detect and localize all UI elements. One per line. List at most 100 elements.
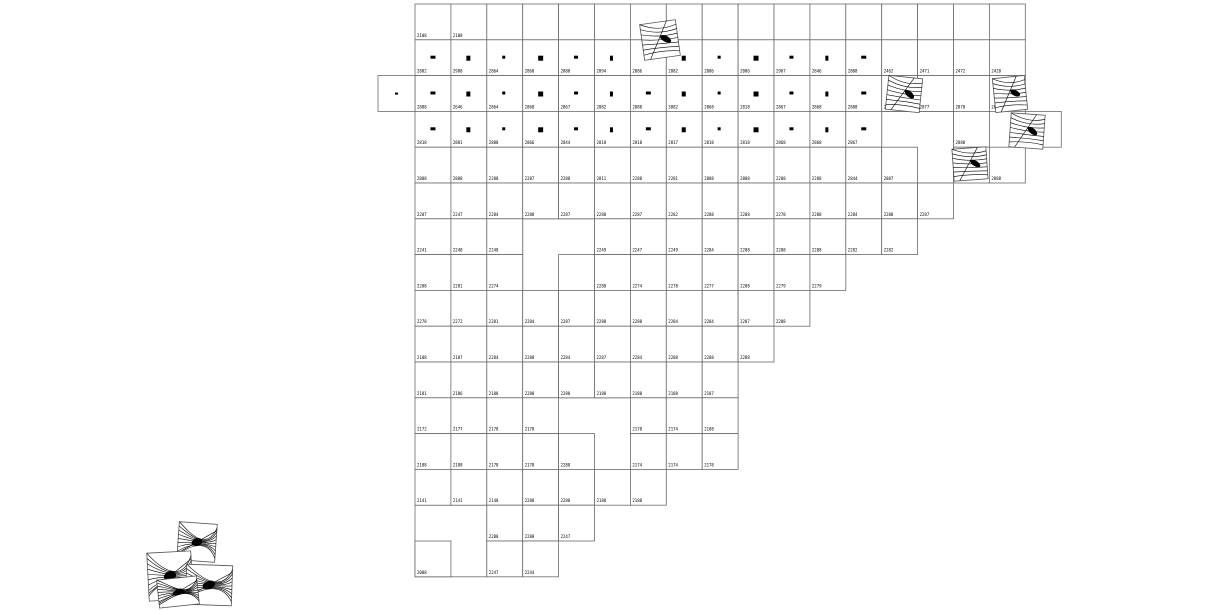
sheet-number: 2818: [704, 140, 714, 145]
sheet-number: 2888: [561, 69, 571, 74]
sheet-number: 2282: [848, 248, 858, 253]
sheet-cell: [630, 289, 667, 327]
sheet-number: 2288: [489, 176, 499, 181]
sheet-number: 2282: [668, 212, 678, 217]
sheet-number: 2281: [668, 176, 678, 181]
sheet-cell: [594, 254, 631, 291]
sheet-number: 2172: [417, 427, 427, 432]
sheet-number: 2188: [417, 355, 427, 360]
sheet-cell: [414, 540, 452, 578]
sheet-number: 2288: [812, 176, 822, 181]
sheet-number: 2178: [632, 427, 642, 432]
sheet-content-mark: [681, 91, 686, 97]
sheet-number: 2868: [525, 69, 535, 74]
sheet-number: 2882: [417, 69, 427, 74]
sheet-content-mark: [502, 127, 506, 131]
sheet-number: 2882: [668, 69, 678, 74]
sheet-content-mark: [717, 127, 721, 131]
sheet-number: 2088: [632, 104, 642, 109]
sheet-number: 2888: [956, 140, 966, 145]
sheet-number: 2288: [561, 462, 571, 467]
sheet-number: 2278: [668, 283, 678, 288]
sheet-number: 2181: [417, 391, 427, 396]
sheet-cell: [486, 397, 524, 434]
sheet-number: 2864: [489, 69, 499, 74]
sheet-number: 2287: [417, 212, 427, 217]
sheet-cell: [522, 289, 560, 327]
sheet-cell: [558, 182, 595, 220]
sheet-content-mark: [753, 127, 759, 133]
sheet-number: 2178: [489, 462, 499, 467]
sheet-cell: [917, 39, 954, 76]
sheet-content-mark: [825, 127, 829, 133]
sheet-number: 2867: [848, 140, 858, 145]
sheet-number: 2178: [525, 462, 535, 467]
sheet-number: 2967: [776, 69, 786, 74]
sheet-number: 2868: [525, 104, 535, 109]
sheet-cell: [522, 182, 560, 220]
sheet-cell: [450, 468, 488, 506]
sheet-number: 2288: [704, 355, 714, 360]
sheet-cell: [665, 289, 703, 327]
sheet-number: 2288: [597, 283, 607, 288]
sheet-cell: [737, 325, 775, 363]
sheet-number: 2284: [561, 355, 571, 360]
sheet-number: 2284: [668, 319, 678, 324]
sheet-cell: [414, 289, 452, 327]
sheet-number: 2288: [525, 355, 535, 360]
sheet-number: 2867: [561, 104, 571, 109]
sheet-content-mark: [574, 91, 579, 95]
sheet-cell: [450, 433, 488, 470]
sheet-number: 2288: [561, 176, 571, 181]
sheet-cell: [486, 3, 524, 41]
sheet-content-mark: [861, 55, 867, 59]
sheet-number: 2178: [704, 462, 714, 467]
sheet-number: 2818: [597, 140, 607, 145]
sheet-cell: [881, 218, 919, 256]
sheet-cell: [522, 540, 560, 578]
sheet-number: 2287: [597, 355, 607, 360]
sheet-content-mark: [825, 91, 829, 97]
sheet-cell: [665, 182, 703, 220]
sheet-number: 2282: [884, 248, 894, 253]
sheet-number: 2188: [453, 462, 463, 467]
sheet-cell: [414, 182, 452, 220]
sheet-number: 2868: [812, 104, 822, 109]
sheet-number: 2881: [453, 140, 463, 145]
sheet-content-mark: [502, 55, 506, 59]
sheet-number: 2108: [453, 33, 463, 38]
sheet-content-mark: [609, 91, 613, 97]
sheet-cell: [701, 433, 739, 470]
sheet-number: 2177: [453, 427, 463, 432]
sheet-cell: [701, 3, 739, 41]
sheet-number: 2279: [776, 283, 786, 288]
sheet-number: 2888: [489, 140, 499, 145]
sheet-number: 2288: [776, 176, 786, 181]
sheet-content-mark: [502, 91, 506, 95]
sheet-content-mark: [789, 55, 794, 59]
sheet-cell: [809, 146, 847, 184]
sheet-number: 2287: [920, 212, 930, 217]
sheet-number: 2274: [632, 283, 642, 288]
sheet-cell: [558, 504, 595, 542]
sheet-cell: [414, 254, 452, 291]
sheet-number: 2086: [704, 69, 714, 74]
sheet-cell: [809, 3, 847, 41]
sheet-number: 2247: [489, 570, 499, 575]
sheet-content-mark: [825, 55, 829, 61]
sheet-content-mark: [753, 91, 759, 97]
sheet-cell: [486, 361, 524, 399]
sheet-cell: [665, 218, 703, 256]
sheet-number: 2077: [920, 104, 930, 109]
sheet-cell: [594, 468, 631, 506]
sheet-cell: [450, 289, 488, 327]
overview-map-layer: [146, 521, 234, 609]
sheet-number: 2284: [525, 319, 535, 324]
sheet-number: 2288: [489, 534, 499, 539]
sheet-number: 2288: [740, 355, 750, 360]
sheet-number: 2288: [525, 534, 535, 539]
sheet-cell: [450, 325, 488, 363]
sheet-number: 2284: [704, 319, 714, 324]
sheet-cell: [522, 325, 560, 363]
sheet-number: 2868: [812, 140, 822, 145]
